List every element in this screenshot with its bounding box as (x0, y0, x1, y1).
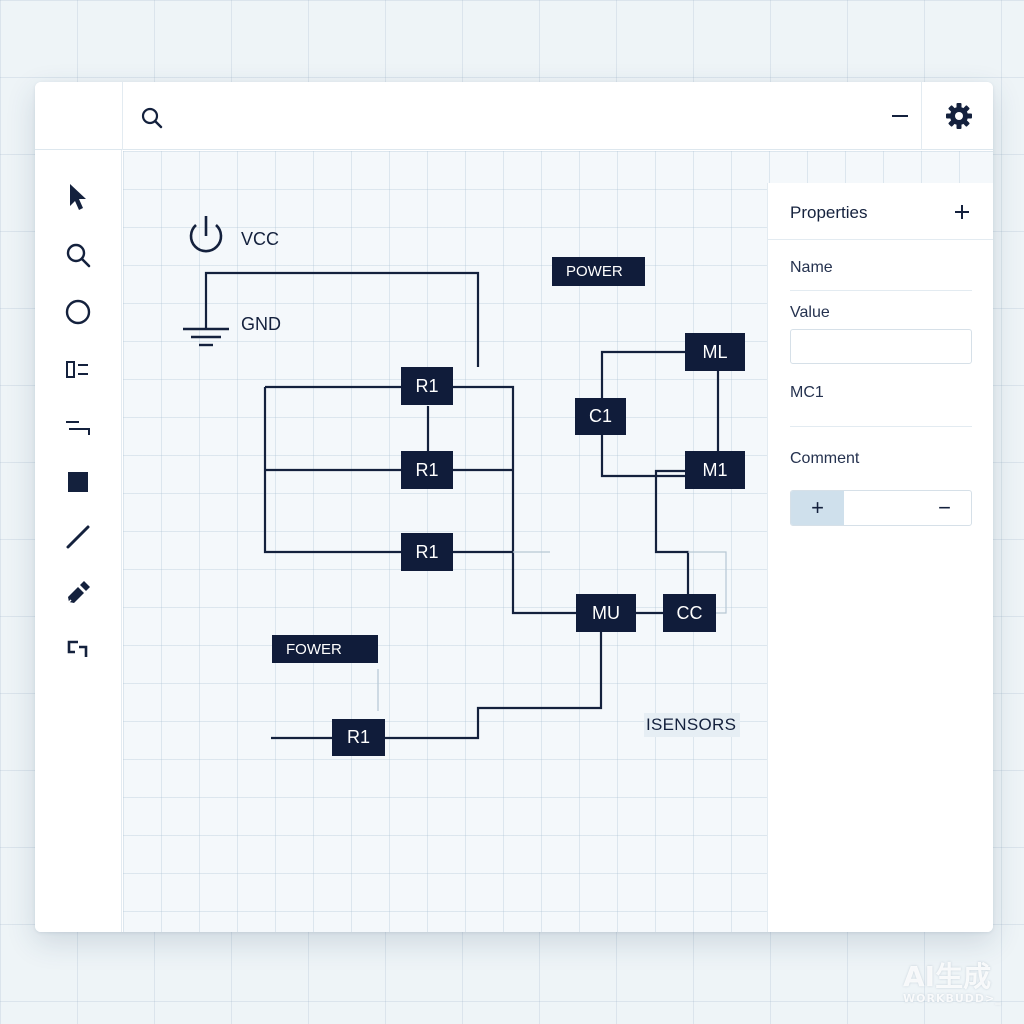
part-value-text: MC1 (790, 384, 824, 401)
filled-square-icon (68, 472, 88, 492)
zoom-tool[interactable] (57, 234, 99, 276)
minimize-icon[interactable] (883, 99, 917, 133)
component-m1[interactable]: M1 (685, 451, 745, 489)
resistor-r1-a[interactable]: R1 (401, 367, 453, 405)
separator (790, 290, 972, 291)
component-mu[interactable]: MU (576, 594, 636, 632)
stepper-minus-button[interactable]: − (918, 491, 971, 525)
line-tool[interactable] (57, 516, 99, 558)
circle-icon (65, 299, 91, 325)
toolbar-divider (921, 82, 922, 150)
value-input[interactable] (790, 329, 972, 364)
component-cc[interactable]: CC (663, 594, 716, 632)
plus-icon[interactable] (950, 200, 974, 224)
properties-title: Properties (790, 203, 868, 222)
top-toolbar (35, 82, 993, 150)
tool-sidebar (35, 150, 122, 932)
line-icon (66, 525, 90, 549)
properties-panel: Properties Name Value MC1 Comment + − (767, 183, 993, 932)
power-net-tag[interactable]: POWER (552, 257, 645, 286)
component-tool[interactable] (57, 349, 99, 391)
component-icon (66, 361, 88, 378)
wire-icon (66, 421, 90, 435)
component-ml[interactable]: ML (685, 333, 745, 371)
probe-tool[interactable] (57, 572, 99, 614)
comment-label: Comment (790, 450, 860, 467)
stepper-plus-label: + (811, 495, 824, 520)
comment-stepper: + − (790, 490, 972, 526)
watermark-logo: AI生成 WORKBUDD>_ (903, 960, 1002, 1006)
search-icon[interactable] (135, 101, 169, 135)
vcc-label: VCC (241, 229, 280, 249)
name-label: Name (790, 259, 833, 276)
power-net-tag-bottom[interactable]: FOWER (272, 635, 378, 663)
gear-icon[interactable] (939, 96, 979, 136)
separator (790, 426, 972, 427)
value-label: Value (790, 304, 830, 321)
toolbar-divider (122, 82, 123, 150)
connector-tool[interactable] (57, 628, 99, 670)
watermark-line1: AI生成 (903, 960, 992, 993)
schematic-editor-window: VCC GND POWER FOWER R1 R1 R1 R1 ML C1 M1… (35, 82, 993, 932)
gnd-label: GND (241, 314, 281, 334)
rectangle-tool[interactable] (57, 461, 99, 503)
resistor-r1-b[interactable]: R1 (401, 451, 453, 489)
magnifier-icon (66, 243, 91, 268)
resistor-r1-d[interactable]: R1 (332, 719, 385, 756)
power-symbol (189, 224, 223, 253)
wire-tool[interactable] (57, 406, 99, 448)
sensors-net-label[interactable]: ISENSORS (644, 713, 741, 737)
stepper-plus-button[interactable]: + (791, 491, 844, 525)
resistor-r1-c[interactable]: R1 (401, 533, 453, 571)
circle-tool[interactable] (57, 291, 99, 333)
capacitor-c1[interactable]: C1 (575, 398, 626, 435)
properties-header: Properties (768, 183, 993, 240)
stepper-minus-label: − (938, 495, 951, 520)
wire-layer (183, 216, 727, 740)
watermark-line2: WORKBUDD>_ (903, 992, 1002, 1005)
pen-icon (66, 581, 90, 605)
arrow-cursor-icon (70, 184, 86, 210)
connector-icon (67, 640, 88, 657)
select-tool[interactable] (57, 176, 99, 218)
